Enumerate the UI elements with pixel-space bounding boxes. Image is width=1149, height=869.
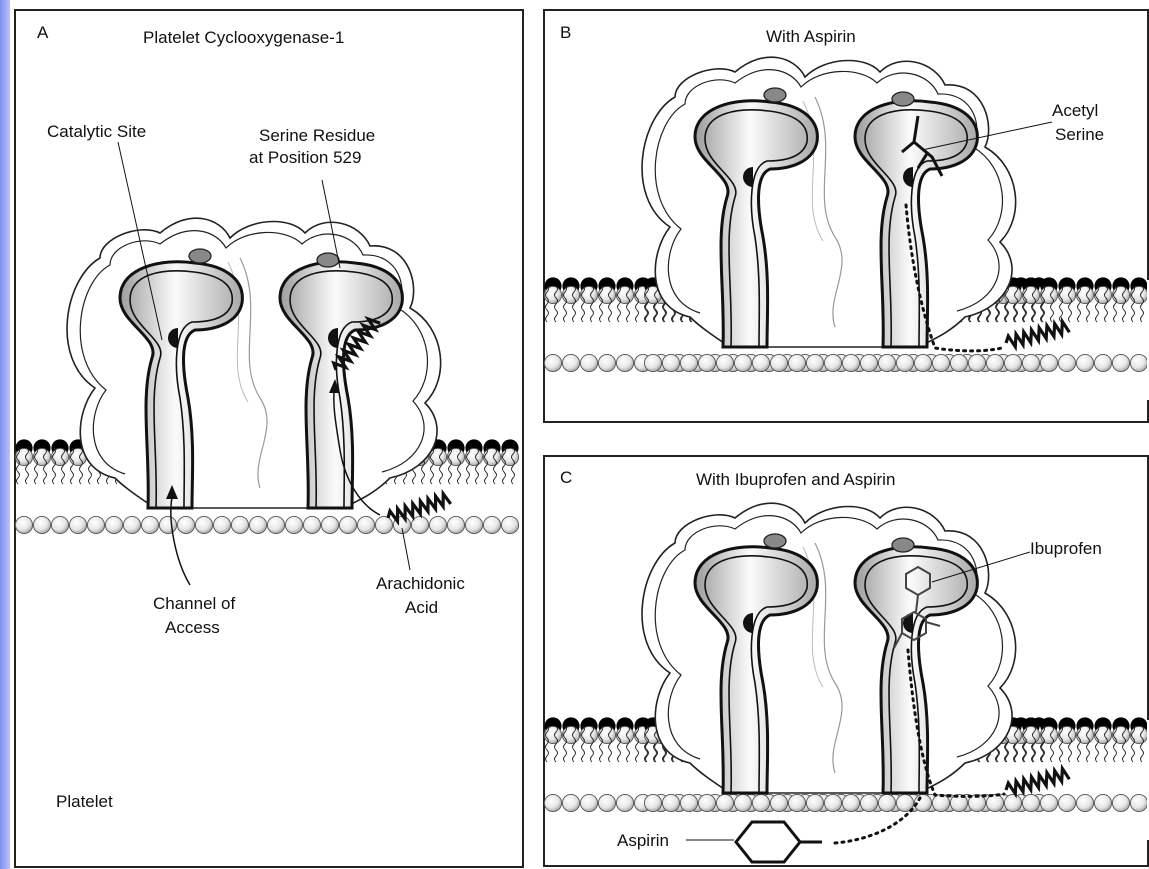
platelet-label: Platelet xyxy=(56,792,113,811)
channel-of-access-label: Channel of xyxy=(153,594,236,613)
serine-label: Serine xyxy=(1055,125,1104,144)
serine-position-label: at Position 529 xyxy=(249,148,361,167)
panel-a-letter: A xyxy=(37,23,49,42)
panel-a-cox1-dimer xyxy=(67,218,441,508)
acetyl-label: Acetyl xyxy=(1052,101,1098,120)
ibuprofen-label: Ibuprofen xyxy=(1030,539,1102,558)
panel-c-letter: C xyxy=(560,468,572,487)
panel-c: C With Ibuprofen and Aspirin Ibuprofen A… xyxy=(544,456,1149,866)
acid-label: Acid xyxy=(405,598,438,617)
panel-c-title: With Ibuprofen and Aspirin xyxy=(696,470,895,489)
channel-access-label: Access xyxy=(165,618,220,637)
panel-c-cox1-dimer xyxy=(642,503,1016,793)
panel-b-letter: B xyxy=(560,23,571,42)
serine-residue-label: Serine Residue xyxy=(259,126,375,145)
panel-b: B With Aspirin Acetyl Serine xyxy=(544,10,1149,422)
arachidonic-acid-label: Arachidonic xyxy=(376,574,465,593)
panel-b-cox1-dimer xyxy=(642,57,1016,347)
aspirin-molecule xyxy=(736,822,800,862)
panel-b-title: With Aspirin xyxy=(766,27,856,46)
catalytic-site-label: Catalytic Site xyxy=(47,122,146,141)
panel-a: A Platelet Cyclooxygenase-1 Catalytic Si… xyxy=(15,10,523,867)
aspirin-label: Aspirin xyxy=(617,831,669,850)
panel-a-title: Platelet Cyclooxygenase-1 xyxy=(143,28,344,47)
